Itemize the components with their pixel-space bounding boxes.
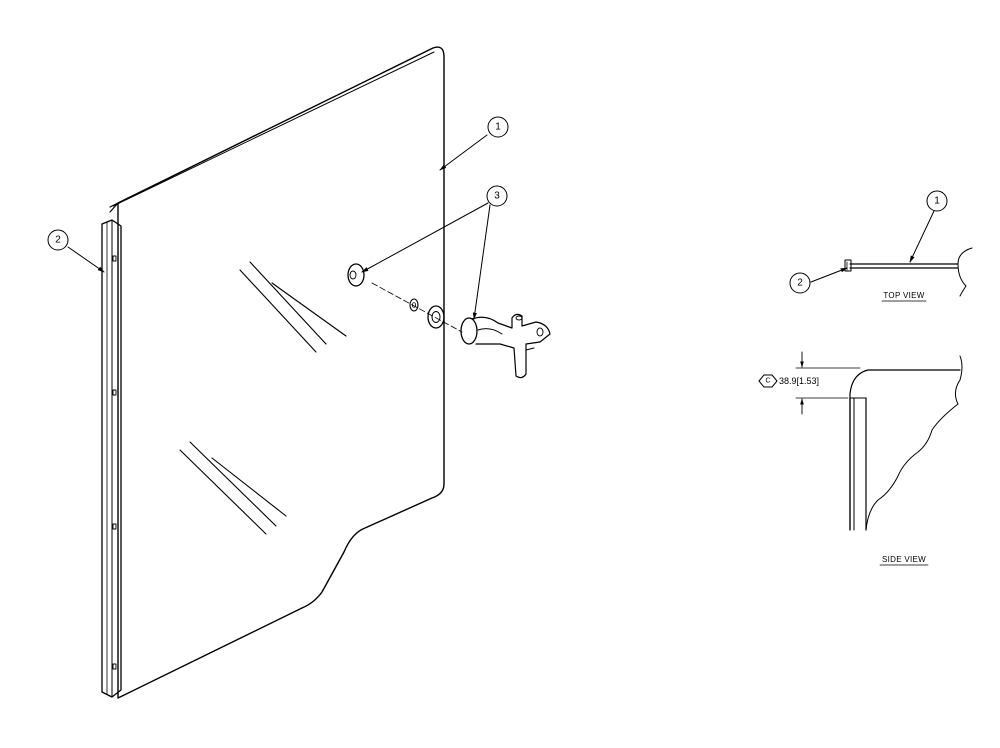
callout-balloon: 2 (47, 229, 69, 251)
leader-line (439, 134, 488, 171)
edge-channel (101, 219, 122, 698)
leader-line (909, 210, 935, 263)
top-view: 1 2 TOP VIEW (789, 190, 973, 302)
channel-hole (112, 389, 117, 396)
cap-disc (347, 263, 365, 287)
callout-number: 1 (495, 122, 501, 133)
callout-number: 2 (55, 235, 61, 246)
gasket (409, 298, 419, 312)
svg-text:C: C (765, 378, 770, 385)
callout-balloon: 2 (789, 272, 811, 294)
callout-number: 2 (797, 278, 803, 289)
mount-plate (460, 317, 478, 345)
side-view-label: SIDE VIEW (882, 555, 926, 564)
dimension-value: 38.9[1.53] (779, 376, 819, 386)
side-panel-profile (849, 369, 961, 531)
dimension-symbol: C (758, 374, 778, 388)
channel-hole (112, 523, 117, 530)
hinge-hardware (347, 263, 551, 379)
callout-balloon: 3 (486, 185, 508, 207)
isometric-assembly: 1 3 2 (47, 46, 551, 699)
leader-line (472, 204, 491, 320)
leader-line (810, 267, 848, 283)
leader-line (67, 246, 105, 273)
callout-balloon: 1 (487, 116, 509, 138)
callout-number: 1 (934, 196, 940, 207)
break-line (957, 247, 973, 297)
callout-number: 3 (494, 191, 500, 202)
glass-reflection-lines (179, 261, 347, 535)
channel-hole (112, 255, 117, 262)
callout-balloon: 1 (926, 190, 948, 212)
side-view: C 38.9[1.53] SIDE VIEW (758, 351, 963, 566)
channel-hole (112, 663, 117, 670)
washer (427, 305, 445, 329)
glass-panel (117, 46, 445, 699)
break-line (865, 355, 963, 531)
hinge-arm (471, 313, 551, 379)
top-view-label: TOP VIEW (883, 291, 924, 300)
leader-line (361, 202, 489, 273)
